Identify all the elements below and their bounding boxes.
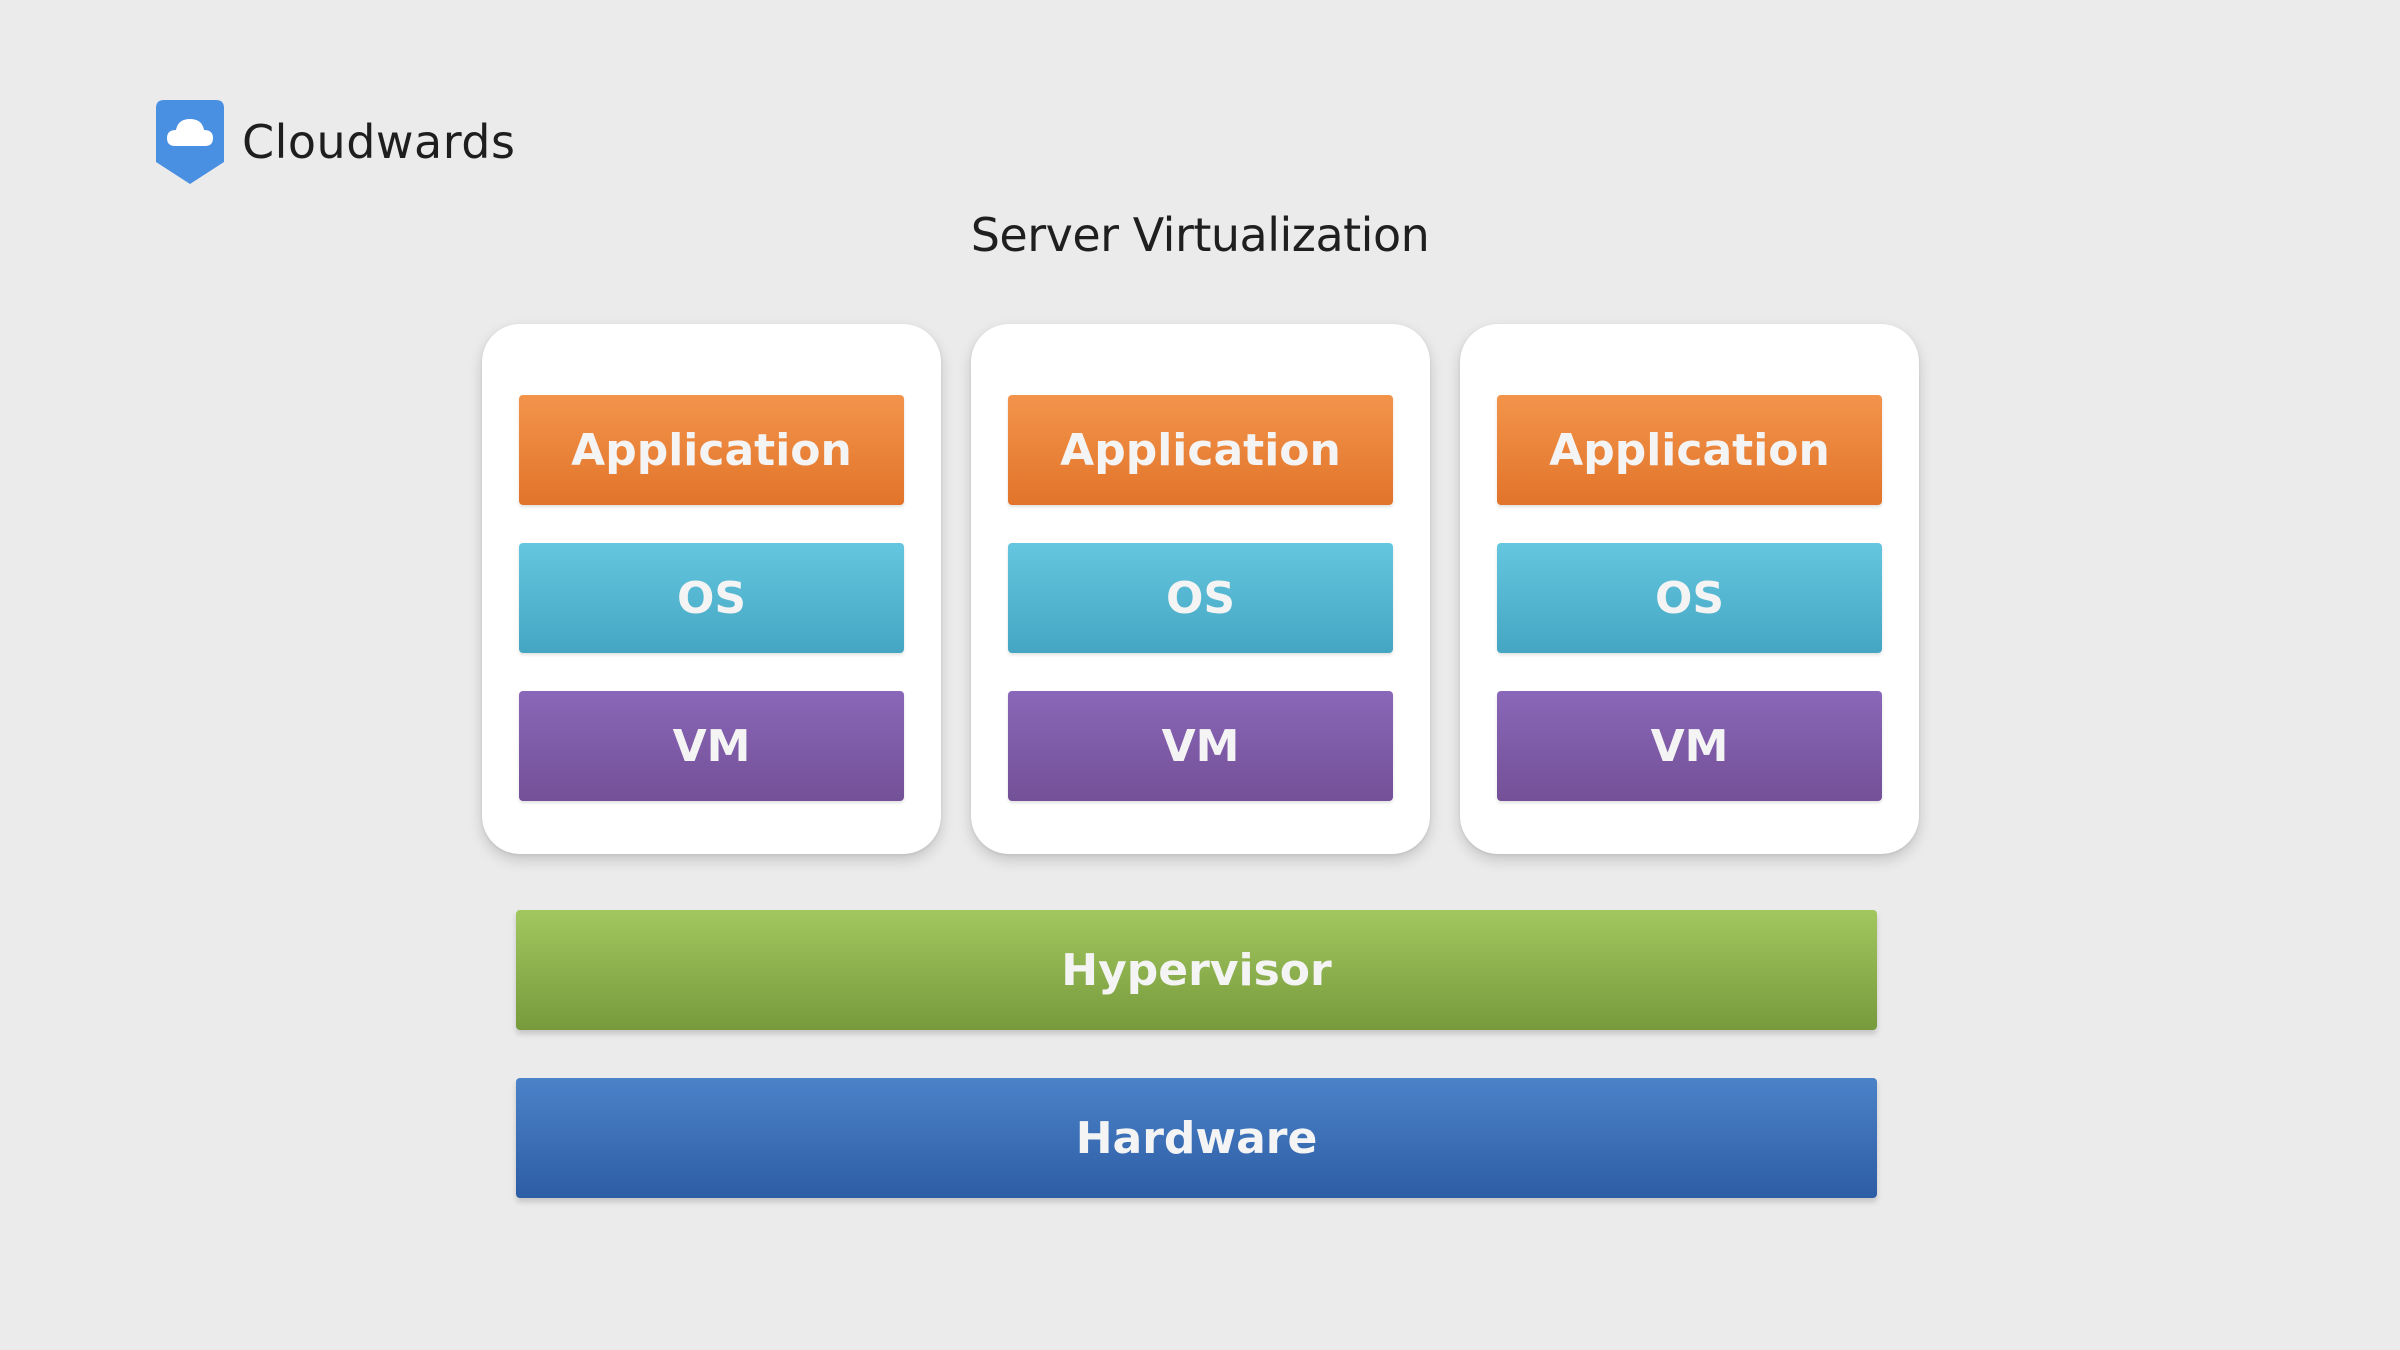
os-layer: OS xyxy=(1008,543,1393,653)
virtual-machine-card-3: Application OS VM xyxy=(1460,324,1919,854)
vm-layer: VM xyxy=(519,691,904,801)
brand-logo: Cloudwards xyxy=(156,100,515,184)
vm-layer: VM xyxy=(1008,691,1393,801)
os-layer: OS xyxy=(1497,543,1882,653)
application-layer: Application xyxy=(1497,395,1882,505)
hypervisor-layer: Hypervisor xyxy=(516,910,1877,1030)
virtual-machine-card-1: Application OS VM xyxy=(482,324,941,854)
vm-layer: VM xyxy=(1497,691,1882,801)
brand-name: Cloudwards xyxy=(242,115,516,169)
application-layer: Application xyxy=(519,395,904,505)
diagram-title: Server Virtualization xyxy=(970,208,1430,262)
application-layer: Application xyxy=(1008,395,1393,505)
virtual-machine-card-2: Application OS VM xyxy=(971,324,1430,854)
hardware-layer: Hardware xyxy=(516,1078,1877,1198)
cloud-shield-icon xyxy=(156,100,224,184)
os-layer: OS xyxy=(519,543,904,653)
